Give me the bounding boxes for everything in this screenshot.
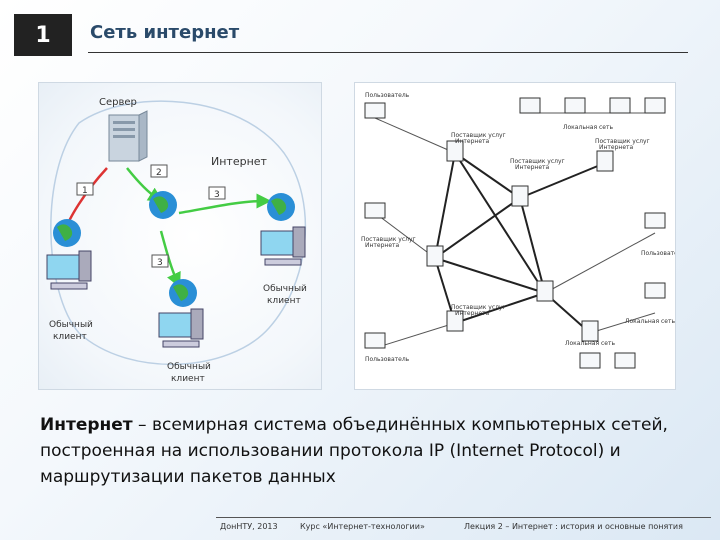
client-label-bottom-1: Обычный xyxy=(167,362,211,372)
title-divider xyxy=(88,52,688,53)
internet-network-diagram: Пользователь Локальная сеть Поставщик ус… xyxy=(354,82,676,390)
globe-icon xyxy=(267,193,295,221)
client-label-left-2: клиент xyxy=(53,332,87,342)
provider-label-3b: Интернета xyxy=(599,144,634,151)
computer-nodes xyxy=(364,97,666,369)
step-2-label: 2 xyxy=(156,168,162,178)
provider-label-5b: Интернета xyxy=(455,310,490,317)
local-net-label-bottom: Локальная сеть xyxy=(565,340,615,347)
provider-label-1a: Поставщик услуг xyxy=(451,132,506,139)
footer-course: Курс «Интернет-технологии» xyxy=(300,522,425,531)
client-label-right-2: клиент xyxy=(267,296,301,306)
provider-label-5a: Поставщик услуг xyxy=(451,304,506,311)
provider-label-4b: Интернета xyxy=(365,242,400,249)
globe-icon xyxy=(53,219,81,247)
step-3b-label: 3 xyxy=(157,258,163,268)
slide-number: 1 xyxy=(14,14,72,56)
step-3-label: 3 xyxy=(214,190,220,200)
client-server-diagram: Сервер Интернет 1 2 3 3 Обычный клиент О… xyxy=(38,82,322,390)
client-label-right-1: Обычный xyxy=(263,284,307,294)
internet-label: Интернет xyxy=(211,155,268,168)
server-icon xyxy=(108,110,148,162)
definition-term: Интернет xyxy=(40,415,133,435)
footer-divider xyxy=(216,517,711,518)
lan-links xyxy=(374,112,656,349)
footer-lecture: Лекция 2 – Интернет : история и основные… xyxy=(464,522,683,531)
client-label-bottom-2: клиент xyxy=(171,374,205,384)
user-label-bottom: Пользователь xyxy=(365,356,410,363)
local-net-label-right: Локальная сеть xyxy=(625,318,675,325)
globe-icon xyxy=(169,279,197,307)
provider-label-2b: Интернета xyxy=(515,164,550,171)
provider-label-1b: Интернета xyxy=(455,138,490,145)
client-label-left-1: Обычный xyxy=(49,320,93,330)
arrow-green-3 xyxy=(159,230,181,288)
step-1-label: 1 xyxy=(82,186,88,196)
slide-title: Сеть интернет xyxy=(90,22,240,43)
footer-org: ДонНТУ, 2013 xyxy=(220,522,278,531)
provider-label-4a: Поставщик услуг xyxy=(361,236,416,243)
user-label-right: Пользователь xyxy=(641,250,675,257)
definition-caption: Интернет – всемирная система объединённы… xyxy=(40,412,690,490)
computer-icon xyxy=(158,308,204,348)
computer-icon xyxy=(260,226,306,266)
backbone-links xyxy=(434,152,606,334)
definition-text: – всемирная система объединённых компьют… xyxy=(40,415,668,487)
computer-icon xyxy=(46,250,92,290)
globe-icon xyxy=(149,191,177,219)
server-label: Сервер xyxy=(99,97,137,108)
provider-label-2a: Поставщик услуг xyxy=(510,158,565,165)
user-label: Пользователь xyxy=(365,92,410,99)
local-net-label: Локальная сеть xyxy=(563,124,613,131)
arrow-green-2 xyxy=(178,193,272,215)
provider-label-3a: Поставщик услуг xyxy=(595,138,650,145)
